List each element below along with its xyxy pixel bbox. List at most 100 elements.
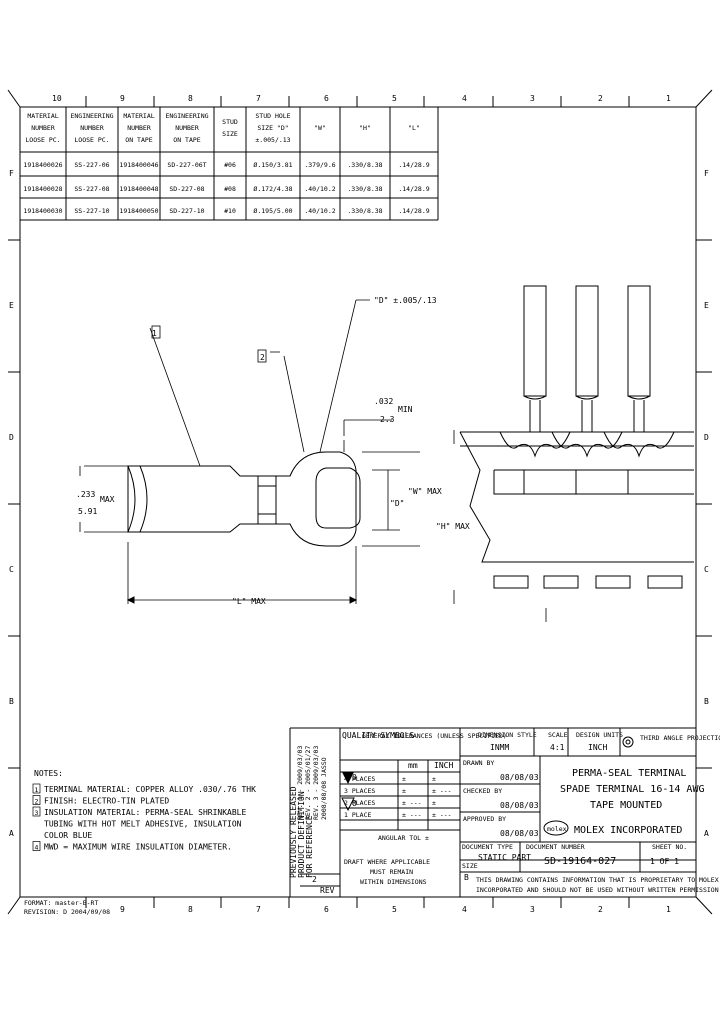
footer: FORMAT: master-B-RT REVISION: D 2004/09/…: [24, 899, 110, 916]
table-header-4: STUD: [222, 118, 238, 126]
tolerance-block: QUALITY SYMBOLS 0 0 GENERAL TOLERANCES (…: [341, 731, 507, 886]
table-header-1: ENGINEERING: [70, 112, 113, 120]
part-number-table: MATERIAL NUMBER LOOSE PC. ENGINEERING NUMBER…: [19, 106, 439, 221]
table-header-3: ENGINEERING: [165, 112, 208, 120]
bottom-zone-5: 5: [392, 905, 397, 914]
tol-mm: mm: [408, 761, 418, 770]
table-header-1: NUMBER: [80, 124, 104, 132]
callout-1: 1: [152, 329, 157, 338]
note-number: 4: [35, 844, 39, 852]
table-cell: .330/8.38: [347, 207, 382, 215]
tol-row-inch: ± ---: [432, 811, 452, 819]
size: B: [464, 873, 469, 882]
table-header-1: LOOSE PC.: [74, 136, 109, 144]
note-text: COLOR BLUE: [44, 831, 92, 840]
bottom-zone-9: 9: [120, 905, 125, 914]
left-zone-E: E: [9, 301, 14, 310]
rev-history-entry: REV. 1 - 2009/03/03: [296, 746, 304, 820]
date-2: 08/08/03: [500, 801, 539, 810]
right-zone-A: A: [704, 829, 709, 838]
table-cell: .14/28.9: [398, 161, 429, 169]
table-cell: SD-227-10: [169, 207, 204, 215]
tol-row-mm: ± ---: [402, 799, 422, 807]
note-number-box: [32, 806, 41, 817]
note-text: MWD = MAXIMUM WIRE INSULATION DIAMETER.: [44, 843, 232, 852]
tol-row-inch: ±: [432, 799, 436, 807]
dim-dia-label: MAX: [100, 495, 115, 504]
table-header-6: "W": [314, 124, 326, 132]
checked-label: CHECKED BY: [463, 787, 502, 795]
drawn-label: DRAWN BY: [463, 759, 494, 767]
right-zone-E: E: [704, 301, 709, 310]
bottom-zone-6: 6: [324, 905, 329, 914]
table-cell: .330/8.38: [347, 161, 382, 169]
table-cell: #08: [224, 185, 236, 193]
table-cell: Ø.172/4.38: [253, 185, 292, 193]
rev-label: REV: [320, 886, 335, 895]
table-cell: .14/28.9: [398, 185, 429, 193]
tol-row-label: 1 PLACE: [344, 811, 371, 819]
table-header-2: MATERIAL: [123, 112, 154, 120]
tol-row-label: 3 PLACES: [344, 787, 375, 795]
table-cell: SS-227-10: [74, 207, 109, 215]
sheet: 1 OF 1: [650, 857, 679, 866]
table-cell: .40/10.2: [304, 207, 335, 215]
right-zone-C: C: [704, 565, 709, 574]
table-header-0: NUMBER: [31, 124, 55, 132]
top-zone-7: 7: [256, 94, 261, 103]
title-block-lines: [289, 727, 696, 897]
table-cell: SD-227-08: [169, 185, 204, 193]
quality-triangle-2: [341, 797, 355, 812]
notes-heading: NOTES:: [34, 769, 63, 778]
table-cell: 1918400028: [23, 185, 62, 193]
table-cell: .379/9.6: [304, 161, 335, 169]
table-cell: #06: [224, 161, 236, 169]
left-zone-F: F: [9, 169, 14, 178]
dim-min-label: MIN: [398, 405, 413, 414]
bottom-zone-1: 1: [666, 905, 671, 914]
doc-number: SD-19164-027: [544, 856, 616, 867]
side-view-drawing: [79, 299, 420, 604]
remark-2: MUST REMAIN: [370, 868, 413, 876]
tol-row-mm: ±: [402, 787, 406, 795]
dim-min-value: .032: [374, 397, 393, 406]
note-number: 2: [35, 798, 39, 806]
date-1: 08/08/03: [500, 773, 539, 782]
title-block: DIMENSION STYLE INMM SCALE 4:1 DESIGN UN…: [462, 731, 720, 894]
table-header-5: SIZE "D": [257, 124, 288, 132]
table-cell: SS-227-06: [74, 161, 109, 169]
right-zone-D: D: [704, 433, 709, 442]
proprietary-1: THIS DRAWING CONTAINS INFORMATION THAT I…: [476, 876, 719, 884]
note-text: TUBING WITH HOT MELT ADHESIVE, INSULATIO…: [44, 820, 242, 829]
note-number-box: [32, 841, 41, 851]
note-number: 3: [35, 809, 39, 817]
doc-type-label: DOCUMENT TYPE: [462, 843, 513, 851]
footer-revision: REVISION: D 2004/09/08: [24, 908, 110, 916]
table-header-3: NUMBER: [175, 124, 199, 132]
table-cell: .14/28.9: [398, 207, 429, 215]
bottom-zone-3: 3: [530, 905, 535, 914]
left-zone-A: A: [9, 829, 14, 838]
tape-mounted-view: [453, 285, 694, 622]
table-cell: .40/10.2: [304, 185, 335, 193]
remark-1: DRAFT WHERE APPLICABLE: [344, 858, 430, 866]
quality-sym-1: 0: [352, 773, 357, 782]
top-zone-10: 10: [52, 94, 62, 103]
top-zone-5: 5: [392, 94, 397, 103]
tol-inch: INCH: [434, 761, 453, 770]
table-cell: 1918400046: [119, 161, 158, 169]
dim-tolerance: "D" ±.005/.13: [374, 296, 437, 305]
rev-history-entry: REV. 3 - 2009/03/03: [312, 746, 320, 820]
scale-label: SCALE: [548, 731, 568, 739]
footer-format: FORMAT: master-B-RT: [24, 899, 98, 907]
bottom-zone-7: 7: [256, 905, 261, 914]
right-zone-F: F: [704, 169, 709, 178]
table-header-7: "H": [359, 124, 371, 132]
table-cell: Ø.150/3.81: [253, 161, 292, 169]
quality-sym-2: 0: [352, 799, 357, 808]
dim-w-max: "W" MAX: [408, 487, 442, 496]
